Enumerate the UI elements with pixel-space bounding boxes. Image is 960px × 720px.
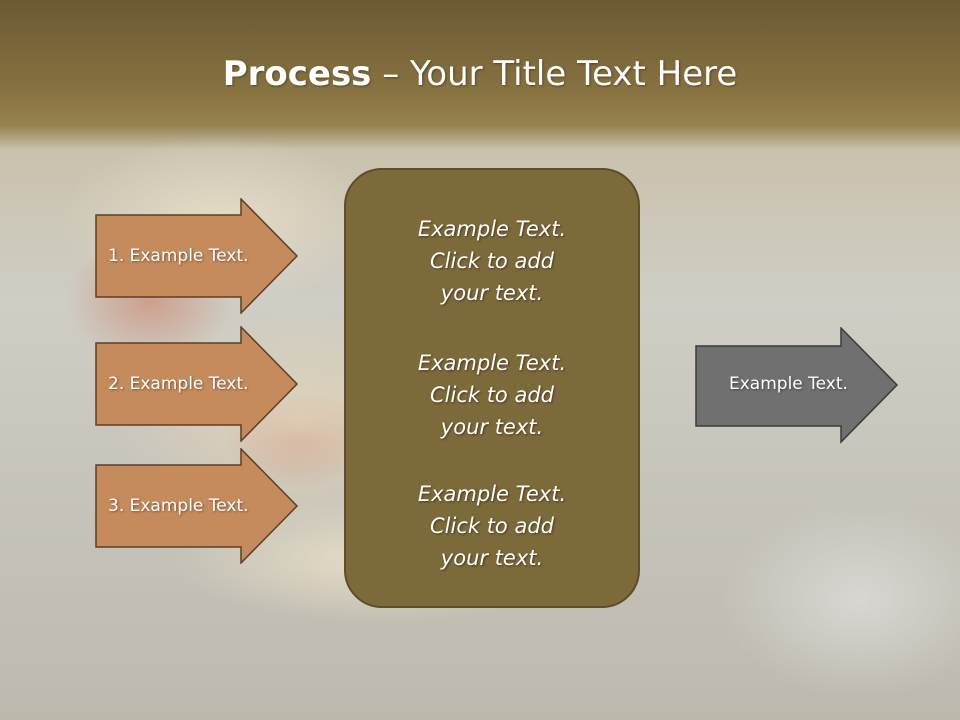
- step-arrow-1[interactable]: 1. Example Text.: [95, 198, 299, 314]
- title-rest: – Your Title Text Here: [371, 54, 738, 94]
- center-text-block-1[interactable]: Example Text. Click to add your text.: [344, 213, 640, 309]
- center-text-1-line-3: your text.: [440, 281, 544, 305]
- center-text-3-line-3: your text.: [440, 546, 544, 570]
- arrow-shape-3: [95, 448, 299, 564]
- center-process-box[interactable]: [344, 168, 640, 608]
- step-label-3: 3. Example Text.: [108, 496, 249, 516]
- slide-title[interactable]: Process – Your Title Text Here: [0, 52, 960, 96]
- step-label-2: 2. Example Text.: [108, 374, 249, 394]
- arrow-shape-1: [95, 198, 299, 314]
- center-text-2-line-1: Example Text.: [417, 351, 567, 375]
- center-text-2-line-2: Click to add: [429, 383, 554, 407]
- step-label-1: 1. Example Text.: [108, 246, 249, 266]
- center-text-3-line-2: Click to add: [429, 514, 554, 538]
- arrow-shape-2: [95, 326, 299, 442]
- center-text-block-2[interactable]: Example Text. Click to add your text.: [344, 347, 640, 443]
- center-text-1-line-1: Example Text.: [417, 217, 567, 241]
- center-text-3-line-1: Example Text.: [417, 482, 567, 506]
- step-arrow-3[interactable]: 3. Example Text.: [95, 448, 299, 564]
- center-text-2-line-3: your text.: [440, 415, 544, 439]
- result-label: Example Text.: [729, 374, 848, 394]
- result-arrow-shape: [695, 327, 899, 444]
- center-text-1-line-2: Click to add: [429, 249, 554, 273]
- title-bold: Process: [222, 54, 372, 94]
- step-arrow-2[interactable]: 2. Example Text.: [95, 326, 299, 442]
- result-arrow[interactable]: Example Text.: [695, 327, 899, 444]
- center-text-block-3[interactable]: Example Text. Click to add your text.: [344, 478, 640, 574]
